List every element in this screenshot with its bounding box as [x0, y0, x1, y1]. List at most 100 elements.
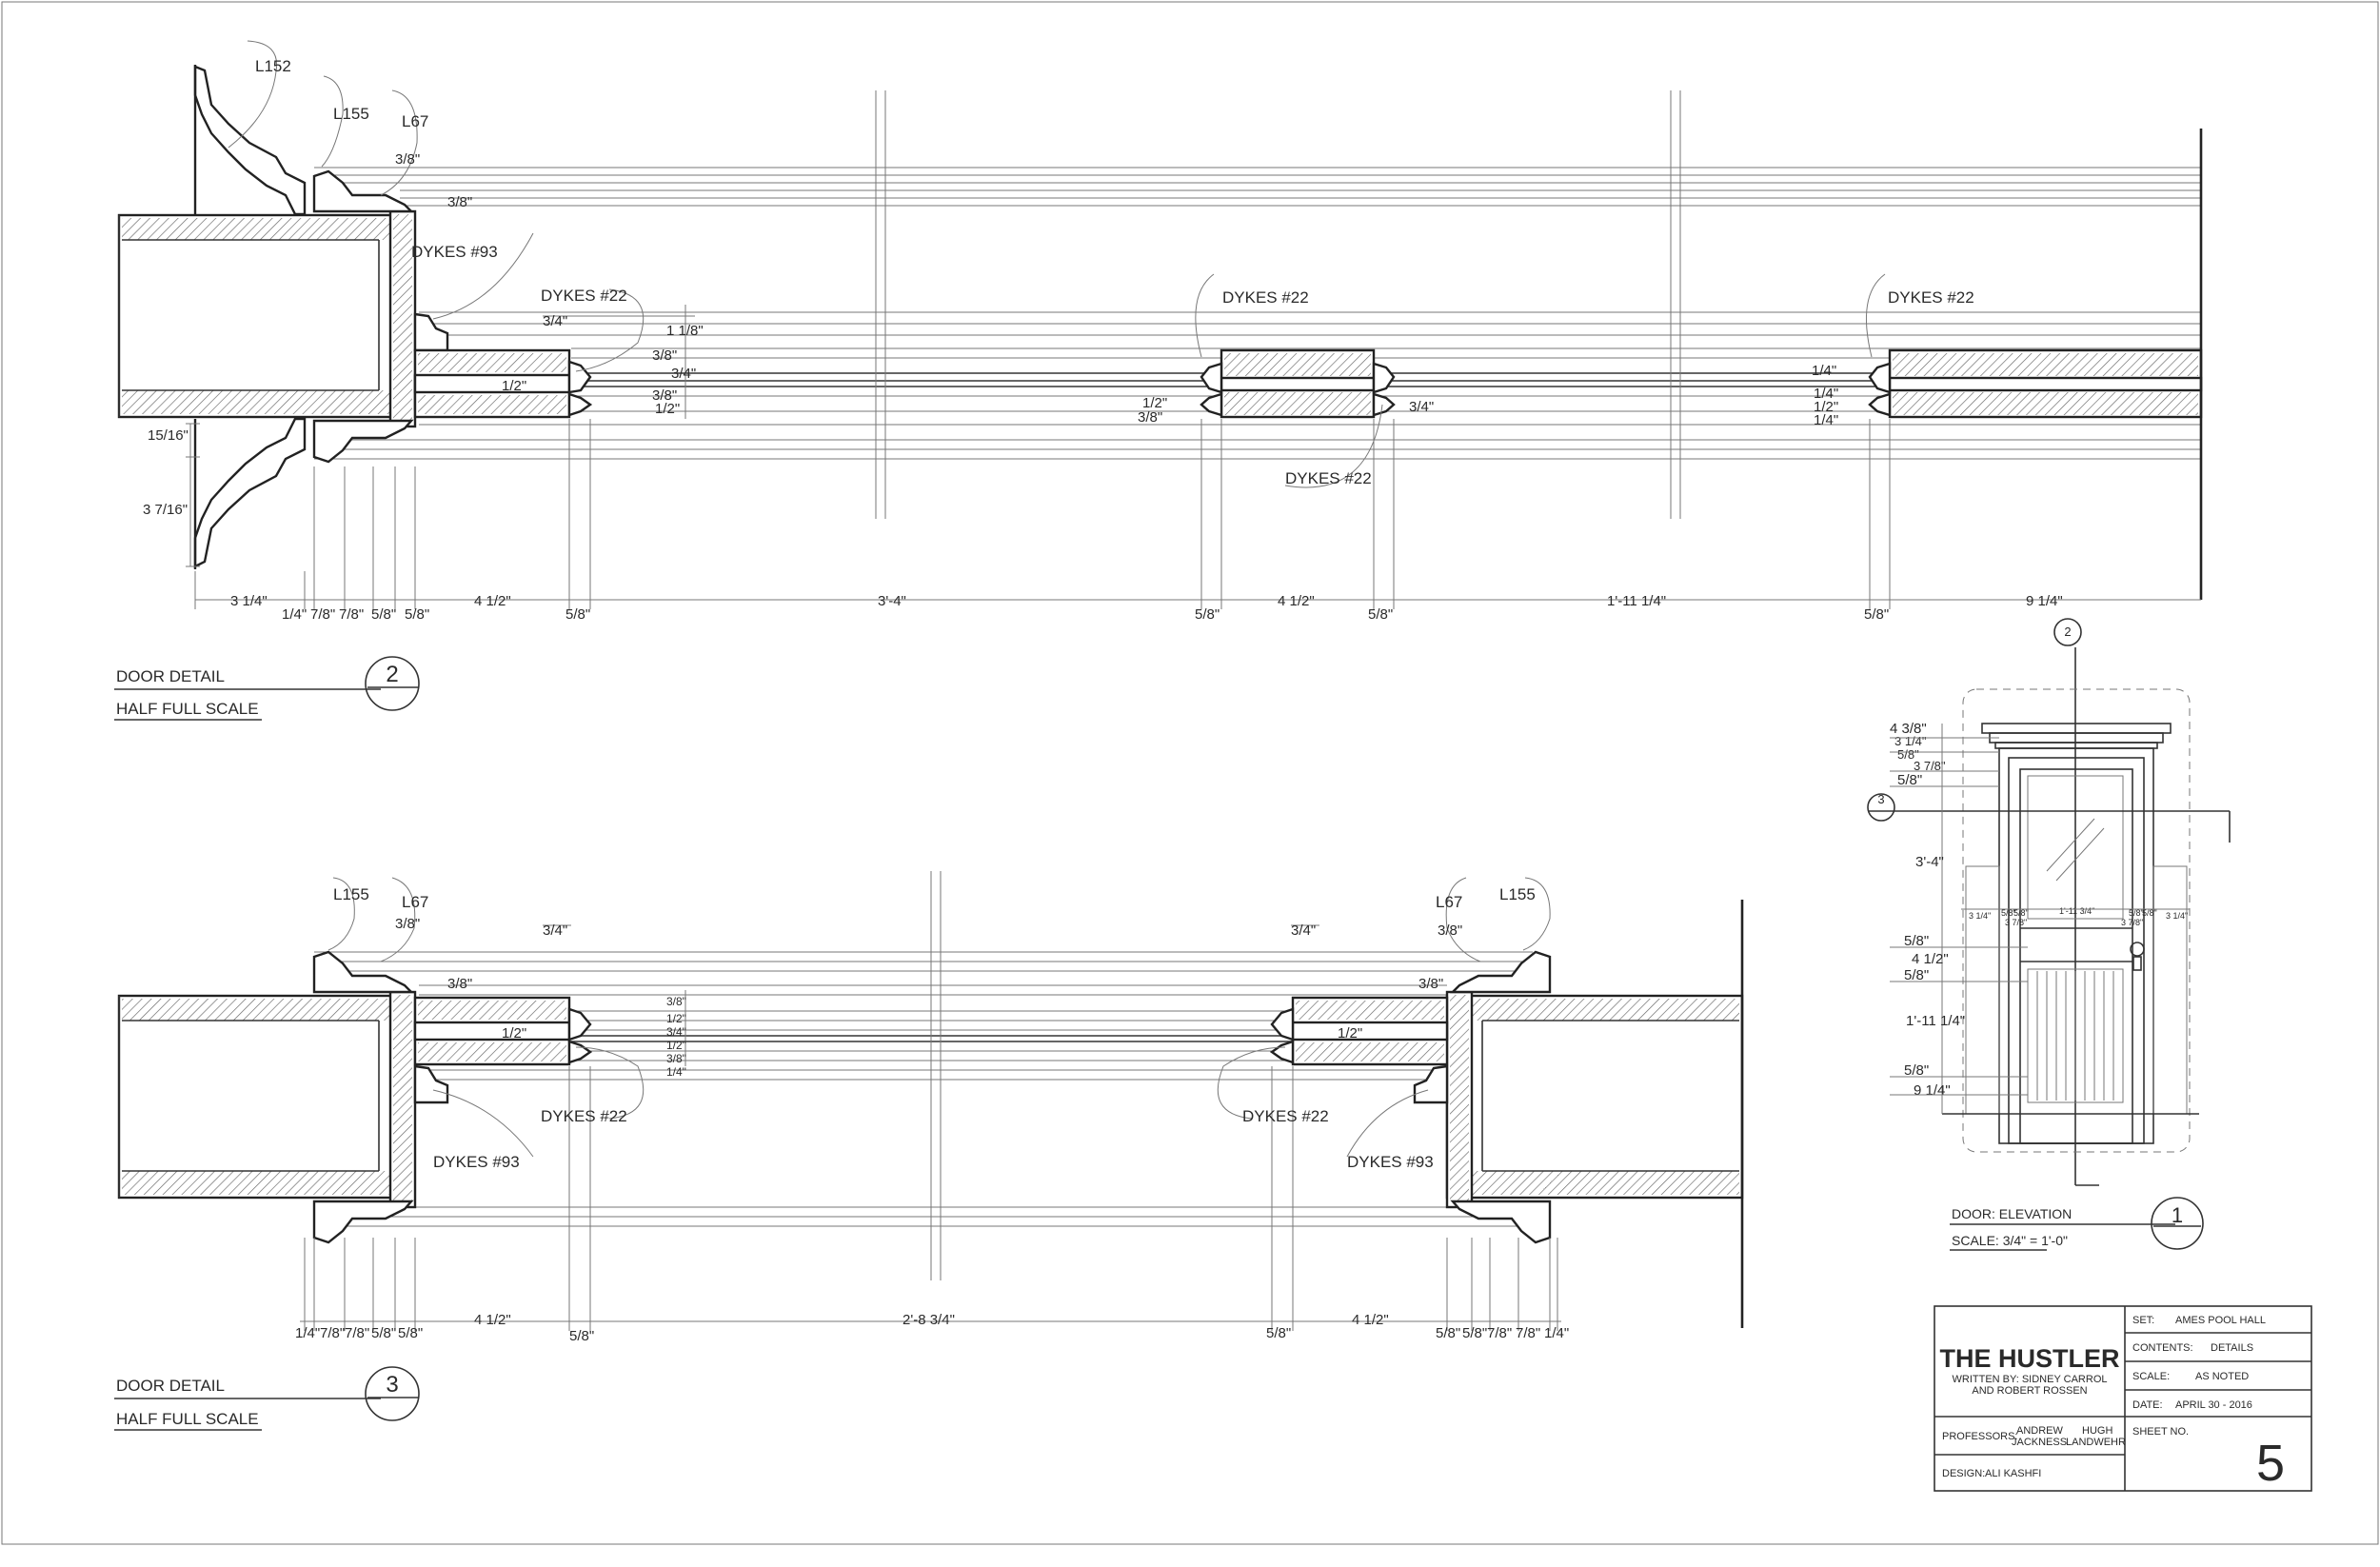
dim-h: 3 1/4" — [1969, 911, 1991, 921]
dim-v: 3/4" — [543, 313, 567, 329]
callout-l155: L155 — [333, 105, 369, 123]
detail-2-title-text: DOOR DETAIL — [116, 667, 225, 685]
dim-h: 5/8" — [1266, 1325, 1291, 1341]
callout-l152: L152 — [255, 57, 291, 75]
dim-v: 1'-11 1/4" — [1906, 1013, 1965, 1029]
scale-label: SCALE: — [2132, 1371, 2170, 1382]
dim-v: 3/4" — [671, 366, 696, 382]
dim-v: 3/8" — [395, 151, 420, 168]
callout-dykes93: DYKES #93 — [433, 1153, 520, 1171]
dim-v: 4 3/8" — [1890, 721, 1927, 737]
dim-v: 1/2" — [1338, 1025, 1362, 1041]
professor-2-first: HUGH — [2082, 1425, 2112, 1437]
professors-label: PROFESSORS: — [1942, 1431, 2017, 1442]
dim-v: 3/4" — [543, 922, 567, 939]
callout-l67: L67 — [402, 112, 428, 130]
dim-v: 1/2" — [655, 401, 680, 417]
dim-h: 5/8" — [1436, 1325, 1460, 1341]
sheet-number: 5 — [2256, 1435, 2285, 1492]
dim-h: 1/4" — [282, 606, 307, 623]
dim-h: 5/8" — [1195, 606, 1220, 623]
elevation-title: DOOR: ELEVATION SCALE: 3/4" = 1'-0" 1 — [1950, 1197, 2204, 1251]
dim-h: 5/8" — [398, 1325, 423, 1341]
dim-h: 9 1/4" — [2026, 593, 2063, 609]
door-detail-3-drawing — [117, 871, 1744, 1331]
section-marker-2-number: 2 — [2064, 625, 2071, 639]
detail-3-scale: HALF FULL SCALE — [116, 1410, 259, 1428]
dim-v: 4 1/2" — [1912, 951, 1949, 967]
callout-l67: L67 — [1436, 893, 1462, 911]
contents-value: DETAILS — [2211, 1342, 2253, 1354]
dim-v: 3/8" — [1418, 976, 1443, 992]
dim-h: 7/8" — [320, 1325, 345, 1341]
elevation-outline — [1962, 688, 2191, 1153]
elevation-number: 1 — [2172, 1203, 2183, 1227]
detail-2-title: DOOR DETAIL HALF FULL SCALE 2 — [114, 656, 420, 721]
dim-h: 4 1/2" — [474, 593, 511, 609]
detail-3-title-text: DOOR DETAIL — [116, 1377, 225, 1395]
dim-v: 1/4" — [666, 1065, 686, 1079]
dim-h: 3 1/4" — [2166, 911, 2188, 921]
dim-h: 7/8" — [345, 1325, 369, 1341]
scale-value: AS NOTED — [2195, 1371, 2249, 1382]
dim-v: 3/8" — [666, 1052, 686, 1065]
detail-2-scale: HALF FULL SCALE — [116, 700, 259, 718]
dim-h: 5/8" — [565, 606, 590, 623]
dim-v: 1 1/8" — [666, 323, 704, 339]
section-marker-3 — [1867, 793, 1895, 822]
elevation-scale: SCALE: 3/4" = 1'-0" — [1952, 1233, 2068, 1248]
elevation-marker — [2151, 1197, 2204, 1250]
dim-v: 3/4" — [666, 1025, 686, 1039]
detail-2-number: 2 — [386, 662, 398, 687]
designer-name: ALI KASHFI — [1985, 1468, 2041, 1479]
moulding-l155-bottom — [312, 419, 414, 464]
dim-h: 7/8" — [310, 606, 335, 623]
dim-h: 3 7/8" — [2121, 918, 2143, 927]
dim-h: 3 1/4" — [230, 593, 268, 609]
set-value: AMES POOL HALL — [2175, 1315, 2266, 1326]
dim-h: 5/8" — [2142, 908, 2157, 918]
dim-h: 4 1/2" — [1352, 1312, 1389, 1328]
dim-v: 3/8" — [447, 976, 472, 992]
wall-section — [117, 213, 416, 419]
dim-v: 3'-4" — [1915, 854, 1944, 870]
dim-h: 4 1/2" — [1278, 593, 1315, 609]
dim-h: 5/8" — [371, 1325, 396, 1341]
dim-v: 1/2" — [502, 378, 526, 394]
dim-h: 2'-8 3/4" — [902, 1312, 955, 1328]
dim-v: 3 1/4" — [1894, 734, 1927, 748]
dim-v: 1/2" — [1814, 399, 1838, 415]
callout-dykes93: DYKES #93 — [411, 243, 498, 261]
dim-v: 5/8" — [1904, 933, 1929, 949]
section-marker-2 — [2053, 618, 2082, 646]
dim-v: 3/4" — [1291, 922, 1316, 939]
dim-h: 5/8" — [1368, 606, 1393, 623]
dim-v: 3/8" — [395, 916, 420, 932]
written-by-line-2: AND ROBERT ROSSEN — [1972, 1385, 2087, 1397]
break-lines — [118, 90, 2203, 600]
callout-dykes22: DYKES #22 — [541, 1107, 627, 1125]
elevation-title-text: DOOR: ELEVATION — [1952, 1206, 2072, 1221]
callout-dykes22-b: DYKES #22 — [1222, 288, 1309, 307]
callout-dykes22-d: DYKES #22 — [1285, 469, 1372, 487]
door-elevation-drawing: 2 3 — [1867, 618, 2231, 1186]
dim-v: 5/8" — [1904, 967, 1929, 983]
dim-h: 5/8" — [405, 606, 429, 623]
dim-v: 3/8" — [666, 995, 686, 1008]
dim-v: 5/8" — [1904, 1062, 1929, 1079]
written-by-line-1: WRITTEN BY: SIDNEY CARROL — [1953, 1374, 2108, 1385]
title-block: THE HUSTLER WRITTEN BY: SIDNEY CARROL AN… — [1934, 1305, 2312, 1492]
dim-v: 3/8" — [1438, 922, 1462, 939]
dim-h: 5/8" — [2129, 908, 2144, 918]
dim-h: 1/4" — [295, 1325, 320, 1341]
project-title: THE HUSTLER — [1940, 1344, 2120, 1373]
dim-h: 5/8" — [1864, 606, 1889, 623]
detail-3-marker — [365, 1366, 420, 1421]
dim-v: 3/8" — [652, 347, 677, 364]
date-label: DATE: — [2132, 1399, 2163, 1411]
callout-dykes22: DYKES #22 — [1242, 1107, 1329, 1125]
dim-h: 5/8" — [371, 606, 396, 623]
dim-v: 3/4" — [1409, 399, 1434, 415]
dim-h: 5/8" — [569, 1328, 594, 1344]
dim-h: 1'-11 1/4" — [1607, 593, 1666, 609]
